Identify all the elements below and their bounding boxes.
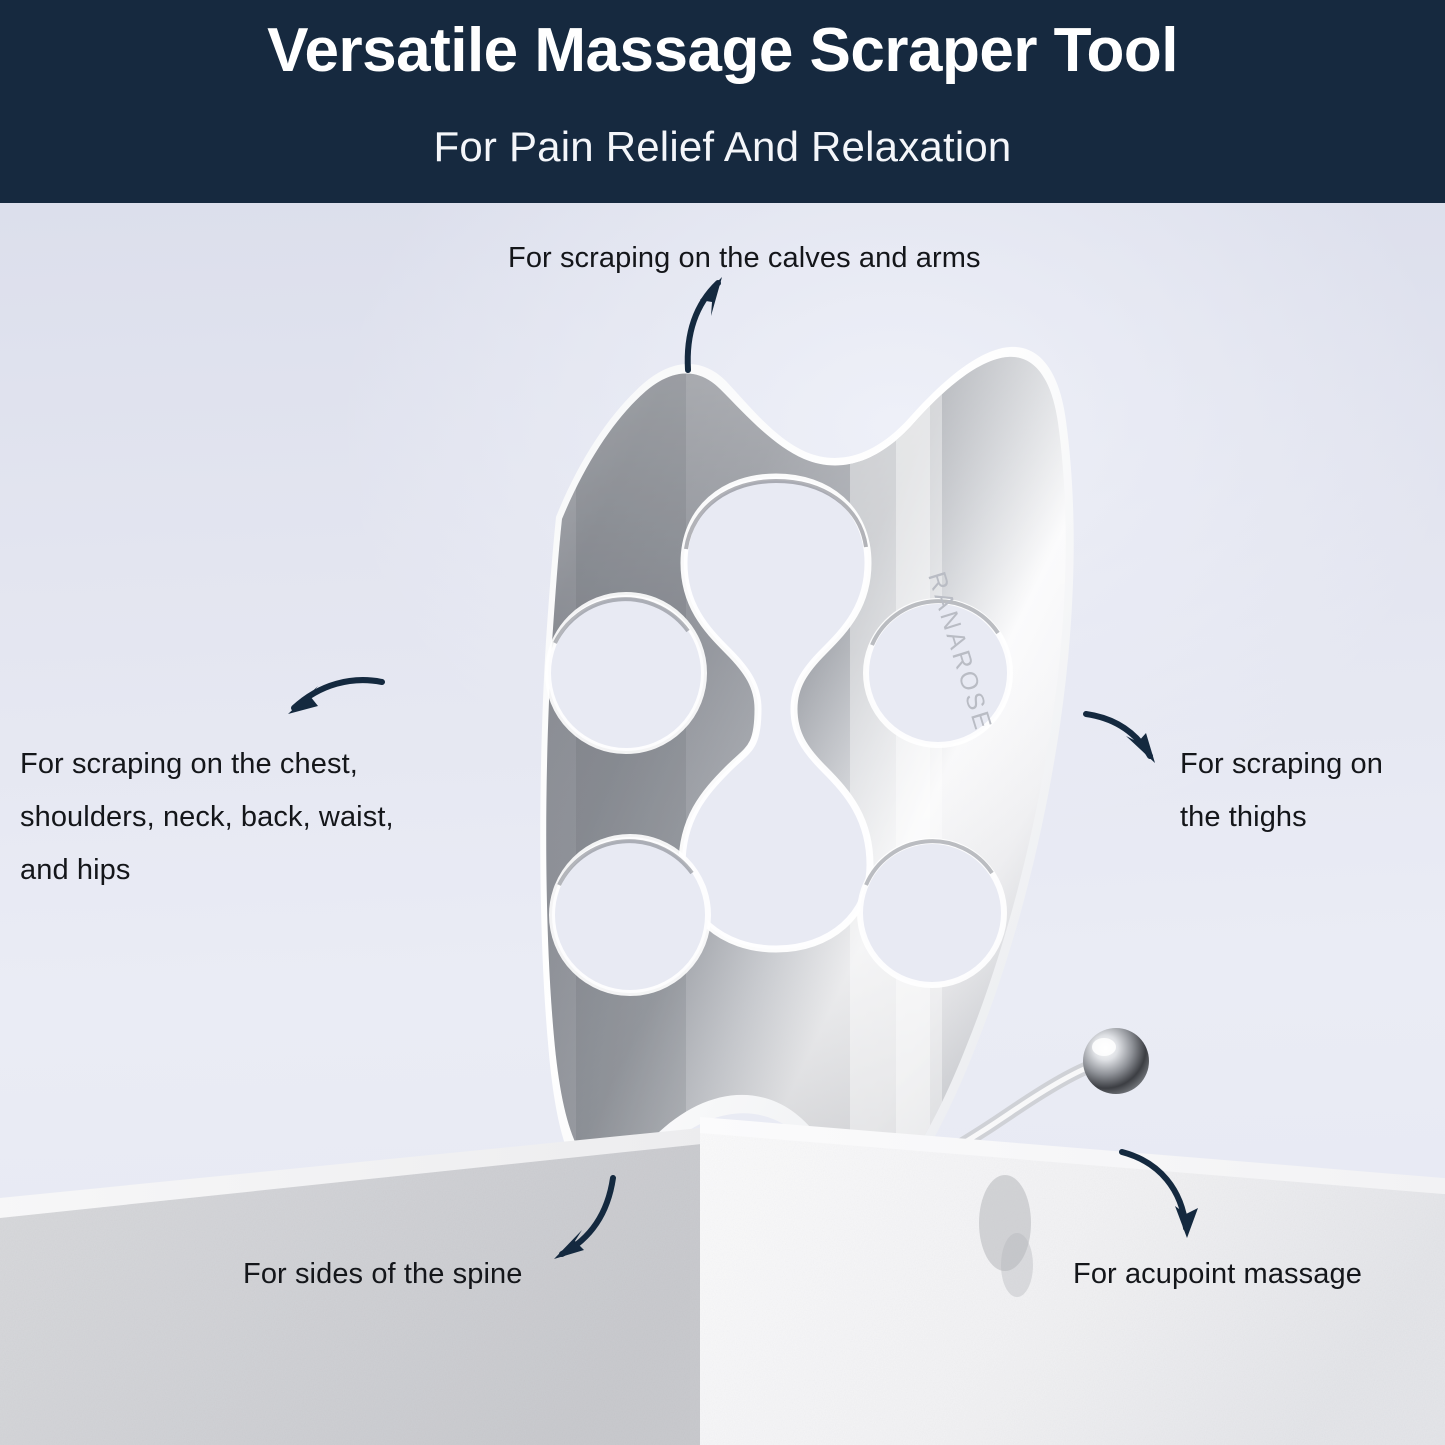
page-subtitle: For Pain Relief And Relaxation <box>433 123 1012 170</box>
pedestal-left <box>0 1125 730 1445</box>
product-scene: RANAROSE <box>0 203 1445 1445</box>
annotation-thighs: For scraping on the thighs <box>1180 748 1383 833</box>
annotation-spine: For sides of the spine <box>243 1258 523 1290</box>
pedestal-right <box>700 1117 1445 1445</box>
cutout-lower-right <box>857 838 1007 988</box>
annotation-calves-arms: For scraping on the calves and arms <box>508 242 981 274</box>
annotation-acupoint: For acupoint massage <box>1073 1258 1362 1290</box>
cutout-upper-left <box>545 592 707 754</box>
header-banner: Versatile Massage Scraper Tool For Pain … <box>0 0 1445 203</box>
cutout-lower-left <box>549 834 711 996</box>
round-cutouts <box>545 592 1013 996</box>
cutout-upper-right <box>863 598 1013 748</box>
massage-scraper-tool: RANAROSE <box>540 346 1149 1210</box>
pedestal-blocks <box>0 1117 1445 1445</box>
page-title: Versatile Massage Scraper Tool <box>267 16 1178 85</box>
annotation-chest-shoulders: For scraping on the chest, shoulders, ne… <box>20 748 394 886</box>
center-cutout <box>678 473 874 953</box>
